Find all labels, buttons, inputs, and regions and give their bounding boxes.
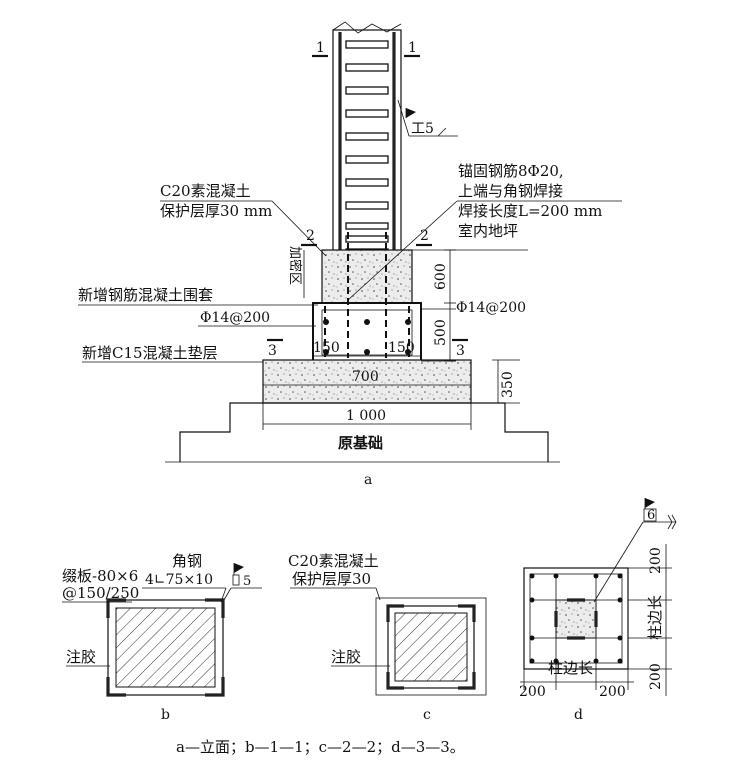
rebar-right-label: Φ14@200 (456, 300, 526, 316)
col-side-horizontal: 柱边长 (548, 659, 593, 677)
angle-c-tr (458, 604, 476, 622)
section-c: C20素混凝土 保护层厚30 注胶 c (288, 552, 487, 723)
section-d: 6 200 柱边长 200 柱边长 200 200 d (519, 498, 677, 723)
section-3-right: 3 (456, 343, 465, 359)
section-2-left: 2 (306, 228, 315, 244)
new-cushion-label: 新增C15混凝土垫层 (82, 344, 218, 362)
c20-label-line2: 保护层厚30 mm (160, 202, 272, 220)
angle-c-tl (386, 604, 404, 622)
column-break-line (332, 21, 402, 34)
angle-title: 角钢 (172, 552, 202, 570)
angle-b-tl (106, 598, 126, 618)
section-d-bars (529, 573, 623, 664)
figure-caption: a—立面；b—1—1；c—2—2；d—3—3。 (176, 738, 465, 756)
anchor-bars-line1: 锚固钢筋8Φ20, (458, 162, 564, 180)
column-outline (332, 29, 402, 253)
weld-symbol-b: 5 (223, 563, 262, 601)
weld-symbol-top: 工5 (397, 99, 458, 137)
section-d-inner (529, 573, 623, 664)
section-c-outline (387, 605, 475, 689)
batten-spacing: @150/250 (62, 584, 139, 602)
sub-label-d: d (574, 707, 583, 723)
section-2-right: 2 (420, 228, 429, 244)
c20-c-line1: C20素混凝土 (288, 552, 379, 570)
anchor-leader (347, 200, 458, 301)
section-1-right: 1 (408, 40, 417, 56)
elevation-view: 1 1 2 2 3 3 工5 锚固钢筋8Φ20, 上端与角钢焊接 焊接长度L=2… (78, 21, 622, 488)
grout-b-label: 注胶 (66, 648, 96, 666)
dim-d-200-right: 200 (599, 684, 626, 700)
section-b: 缀板-80×6 @150/250 角钢 4∟75×10 5 注胶 b (62, 552, 262, 723)
section-c-cover (375, 597, 487, 696)
c20-leader (271, 200, 327, 257)
dim-d-200-bottom: 200 (648, 663, 664, 690)
weld-d-label: 6 (647, 508, 655, 523)
grout-c-label: 注胶 (331, 648, 361, 666)
sub-label-c: c (423, 707, 431, 723)
original-foundation-label: 原基础 (338, 434, 383, 452)
angle-b-br (205, 677, 225, 697)
dim-600: 600 (433, 263, 449, 290)
dim-1000: 1 000 (346, 408, 386, 424)
section-c-column (394, 612, 468, 682)
c20-cover-block (321, 249, 413, 306)
c15-cushion (262, 359, 472, 404)
dim-350: 350 (500, 371, 516, 398)
weld-length: 焊接长度L=200 mm (458, 202, 602, 220)
section-b-column (115, 607, 216, 688)
jacket-bar-dots (323, 319, 411, 355)
section-mark-3: 3 3 (267, 338, 468, 359)
weld-symbol-d: 6 (593, 498, 677, 603)
vertical-dimensions: 600 500 350 (421, 249, 520, 404)
dim-d-200-top: 200 (648, 547, 664, 574)
col-side-vertical: 柱边长 (646, 595, 664, 640)
weld-b-label: 5 (243, 574, 251, 589)
section-mark-2: 2 2 (301, 228, 432, 247)
sub-label-a: a (364, 472, 372, 488)
angle-c-br (458, 672, 476, 690)
angle-leader (220, 587, 227, 603)
section-3-left: 3 (268, 343, 277, 359)
weld-top-label: 工5 (411, 121, 434, 137)
c20-c-line2: 保护层厚30 (292, 570, 371, 588)
densified-zone-label: 加密区 (287, 246, 303, 285)
section-mark-1: 1 1 (312, 40, 420, 58)
angle-c-bl (386, 672, 404, 690)
section-b-outline (107, 599, 224, 696)
sub-label-b: b (161, 707, 170, 723)
dim-150-left: 150 (313, 340, 340, 356)
angle-spec: 4∟75×10 (145, 572, 213, 588)
dim-700: 700 (352, 369, 379, 385)
c20-label-line1: C20素混凝土 (160, 182, 251, 200)
batten-label: 缀板-80×6 (62, 567, 138, 585)
original-foundation (179, 402, 549, 462)
anchor-bars-line2: 上端与角钢焊接 (458, 182, 563, 200)
section-1-left: 1 (316, 40, 325, 56)
rebar-left-label: Φ14@200 (200, 310, 270, 326)
dim-150-right: 150 (388, 340, 415, 356)
dim-d-200-left: 200 (519, 684, 546, 700)
dim-500: 500 (433, 319, 449, 346)
c20-c-leader (375, 587, 381, 601)
section-d-column (555, 599, 597, 639)
section-d-dims (520, 544, 672, 696)
new-jacket-label: 新增钢筋混凝土围套 (78, 286, 213, 304)
indoor-floor-label: 室内地坪 (458, 222, 518, 240)
angle-b-tr (205, 598, 225, 618)
angle-b-bl (106, 677, 126, 697)
section-d-outline (523, 567, 629, 670)
